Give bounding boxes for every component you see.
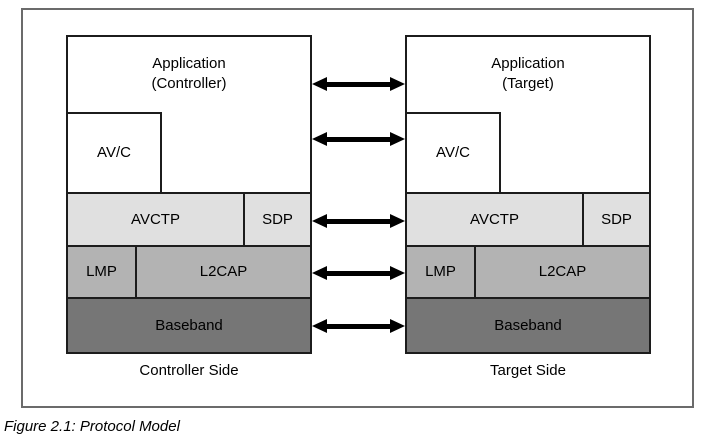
application-label-line1: Application xyxy=(491,55,565,72)
l2cap-box-target: L2CAP xyxy=(474,245,651,299)
arrowhead-right-icon xyxy=(390,77,405,91)
arrowhead-left-icon xyxy=(312,319,327,333)
arrowhead-left-icon xyxy=(312,77,327,91)
avc-label: AV/C xyxy=(97,144,131,161)
arrow-shaft xyxy=(322,271,395,276)
arrow-shaft xyxy=(322,324,395,329)
baseband-label: Baseband xyxy=(494,316,562,334)
arrowhead-left-icon xyxy=(312,266,327,280)
baseband-box-target: Baseband xyxy=(405,297,651,354)
sdp-label: SDP xyxy=(262,210,293,228)
l2cap-label: L2CAP xyxy=(199,263,248,280)
lmp-label: LMP xyxy=(425,263,456,280)
avctp-box-controller: AVCTP xyxy=(66,192,245,247)
double-arrow-icon-avctp-sdp xyxy=(312,214,405,228)
arrowhead-right-icon xyxy=(390,214,405,228)
application-label-line2: (Target) xyxy=(502,75,554,92)
double-arrow-icon-baseband xyxy=(312,319,405,333)
avctp-label: AVCTP xyxy=(131,210,180,228)
lmp-box-controller: LMP xyxy=(66,245,137,299)
protocol-model-figure-frame: Application (Controller) AV/C AVCTP SDP … xyxy=(21,8,694,408)
baseband-label: Baseband xyxy=(155,316,223,334)
application-label-line1: Application xyxy=(152,55,226,72)
arrow-shaft xyxy=(322,219,395,224)
controller-protocol-stack: Application (Controller) AV/C AVCTP SDP … xyxy=(66,35,312,395)
application-controller-label: Application (Controller) xyxy=(151,54,226,94)
arrowhead-left-icon xyxy=(312,214,327,228)
lmp-box-target: LMP xyxy=(405,245,476,299)
l2cap-box-controller: L2CAP xyxy=(135,245,312,299)
avctp-label: AVCTP xyxy=(470,210,519,228)
double-arrow-icon-application xyxy=(312,77,405,91)
arrow-shaft xyxy=(322,82,395,87)
avc-box-controller: AV/C xyxy=(66,112,162,194)
sdp-label: SDP xyxy=(601,210,632,228)
avc-box-target: AV/C xyxy=(405,112,501,194)
arrowhead-right-icon xyxy=(390,132,405,146)
target-protocol-stack: Application (Target) AV/C AVCTP SDP LMP … xyxy=(405,35,651,395)
figure-caption: Figure 2.1: Protocol Model xyxy=(4,418,180,435)
sdp-box-target: SDP xyxy=(582,192,651,247)
lmp-label: LMP xyxy=(86,263,117,280)
arrowhead-right-icon xyxy=(390,319,405,333)
application-target-label: Application (Target) xyxy=(491,54,564,94)
controller-side-label: Controller Side xyxy=(139,362,239,379)
l2cap-label: L2CAP xyxy=(538,263,587,280)
double-arrow-icon-avc xyxy=(312,132,405,146)
avc-label: AV/C xyxy=(436,144,470,161)
avctp-box-target: AVCTP xyxy=(405,192,584,247)
baseband-box-controller: Baseband xyxy=(66,297,312,354)
application-label-line2: (Controller) xyxy=(151,75,227,92)
arrowhead-right-icon xyxy=(390,266,405,280)
arrow-shaft xyxy=(322,137,395,142)
double-arrow-icon-l2cap xyxy=(312,266,405,280)
sdp-box-controller: SDP xyxy=(243,192,312,247)
target-side-label: Target Side xyxy=(490,362,566,379)
arrowhead-left-icon xyxy=(312,132,327,146)
